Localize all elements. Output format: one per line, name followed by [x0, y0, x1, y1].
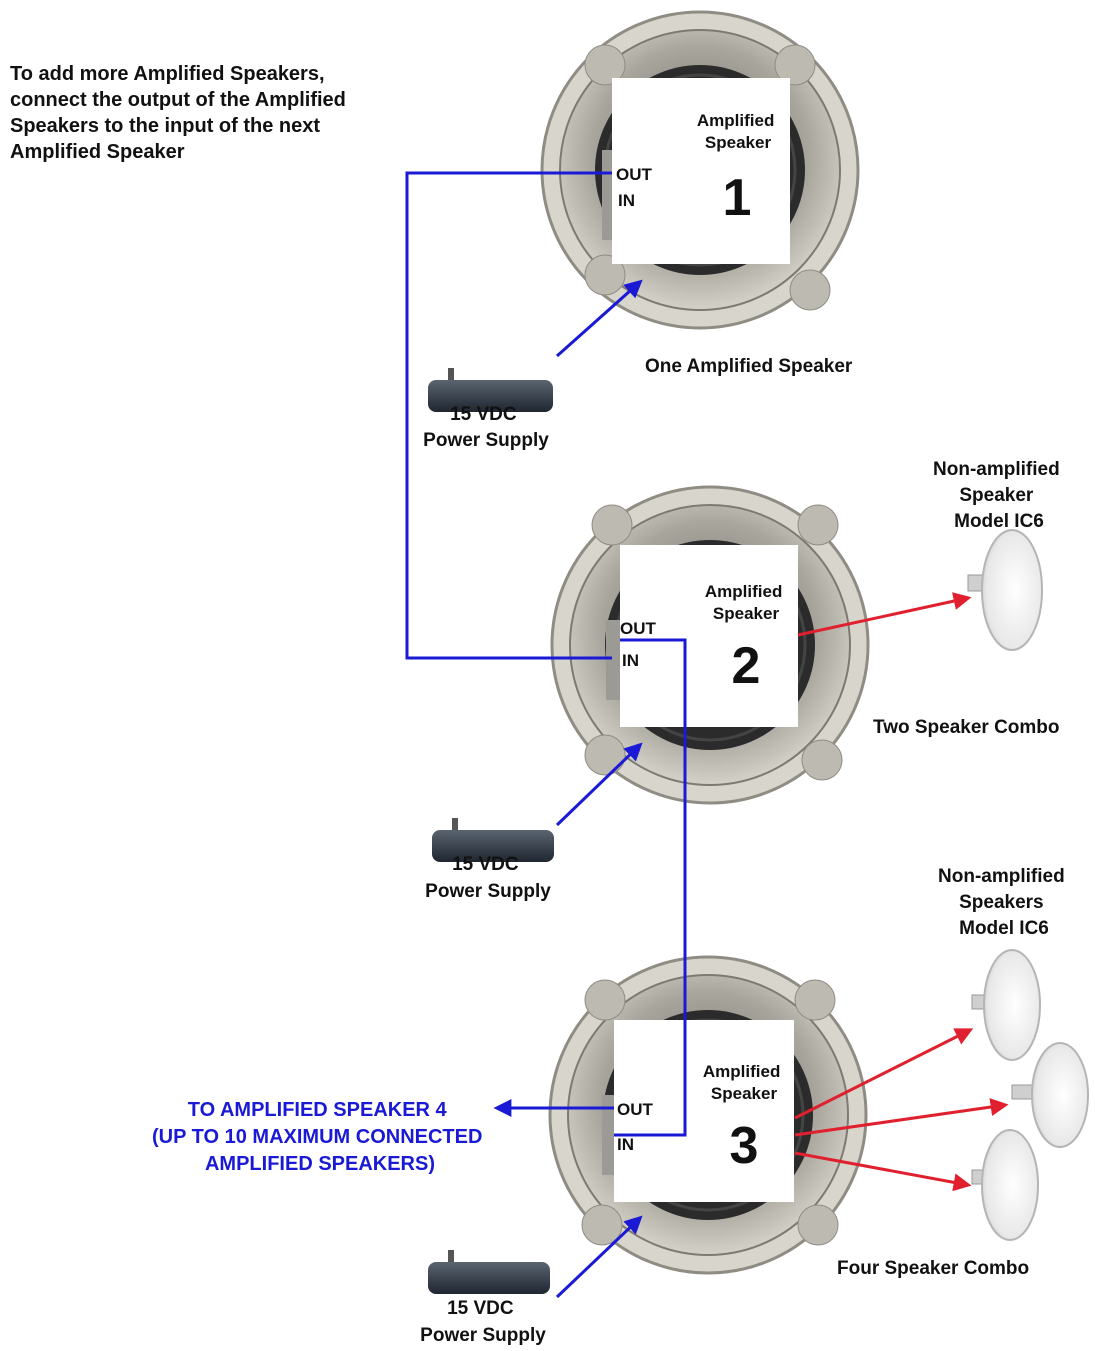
amplified-speaker-3: Amplified Speaker OUT IN 3	[548, 955, 868, 1275]
speaker-2-clamp	[797, 504, 839, 546]
intro-line-2: connect the output of the Amplified	[10, 89, 346, 111]
power-supply-1-label: 15 VDC Power Supply	[423, 404, 549, 451]
speaker-1-clamp	[584, 44, 626, 86]
intro-line-4: Amplified Speaker	[10, 141, 185, 163]
speaker-3-label-panel	[614, 1020, 794, 1202]
speaker-2-label-panel	[620, 545, 798, 727]
non-amplified-speaker-ic6-c	[1011, 1042, 1089, 1148]
power-cable-1	[556, 279, 643, 358]
speaker-3-number: 3	[730, 1117, 759, 1175]
speaker-2-clamp	[801, 739, 843, 781]
power-plug-prong	[452, 818, 458, 834]
non-amplified-speaker-ic6-b	[971, 949, 1041, 1061]
speaker-2-clamp	[591, 504, 633, 546]
power-supply-2-label: 15 VDC Power Supply	[425, 854, 551, 902]
speaker-2-title: Amplified Speaker	[705, 582, 787, 623]
next-speaker-note: TO AMPLIFIED SPEAKER 4 (UP TO 10 MAXIMUM…	[152, 1099, 488, 1175]
speaker-3-clamp	[797, 1204, 839, 1246]
speaker-1-terminal	[602, 150, 612, 240]
intro-line-1: To add more Amplified Speakers,	[10, 63, 325, 85]
speaker-3-title: Amplified Speaker	[703, 1062, 785, 1103]
next-speaker-line-3: AMPLIFIED SPEAKERS)	[205, 1153, 435, 1175]
speaker-wire-3-to-ic6-d	[794, 1151, 972, 1192]
power-plug-prong	[448, 368, 454, 384]
non-amplified-speakers-label: Non-amplified Speakers Model IC6	[938, 866, 1070, 939]
speaker-wire-3-to-ic6-b	[794, 1028, 974, 1120]
speaker-2-out-port: OUT	[620, 619, 657, 638]
wire-speaker-2-out-to-speaker-3-in	[614, 638, 687, 1137]
speaker-3-clamp	[581, 1204, 623, 1246]
ic6-grille	[981, 1129, 1039, 1241]
next-speaker-line-1: TO AMPLIFIED SPEAKER 4	[188, 1099, 448, 1121]
speaker-wire-3-to-ic6-c	[794, 1098, 1009, 1137]
ic6-grille	[1031, 1042, 1089, 1148]
speaker-1-clamp	[584, 254, 626, 296]
non-amplified-speaker-label: Non-amplified Speaker Model IC6	[933, 459, 1065, 532]
four-speaker-combo-caption: Four Speaker Combo	[837, 1258, 1029, 1279]
non-amplified-speaker-ic6-a	[967, 529, 1043, 651]
speaker-wire-2-to-ic6	[797, 592, 972, 637]
power-supply-1-body	[428, 380, 553, 412]
next-speaker-line-2: (UP TO 10 MAXIMUM CONNECTED	[152, 1126, 482, 1148]
speaker-2-clamp	[584, 734, 626, 776]
power-cable-3	[555, 1215, 643, 1299]
speaker-1-in-port: IN	[618, 191, 635, 210]
speaker-3-out-port: OUT	[617, 1100, 654, 1119]
speaker-3-clamp	[794, 979, 836, 1021]
speaker-1-clamp	[789, 269, 831, 311]
two-speaker-combo-caption: Two Speaker Combo	[873, 717, 1060, 738]
intro-line-3: Speakers to the input of the next	[10, 115, 320, 137]
ic6-grille	[981, 529, 1043, 651]
speaker-1-out-port: OUT	[616, 165, 653, 184]
power-supply-2-body	[432, 830, 554, 862]
speaker-1-number: 1	[723, 169, 752, 227]
intro-text: To add more Amplified Speakers, connect …	[10, 63, 351, 163]
power-supply-3: 15 VDC Power Supply	[420, 1215, 643, 1346]
speaker-2-in-port: IN	[622, 651, 639, 670]
non-amplified-speaker-ic6-d	[971, 1129, 1039, 1241]
speaker-2-number: 2	[732, 637, 761, 695]
speaker-1-title: Amplified Speaker	[697, 111, 779, 152]
ic6-grille	[983, 949, 1041, 1061]
amplified-speaker-2: Amplified Speaker OUT IN 2	[550, 485, 870, 805]
speaker-3-clamp	[584, 979, 626, 1021]
power-supply-1: 15 VDC Power Supply	[423, 279, 643, 451]
wire-speaker-1-out-to-speaker-2-in	[405, 171, 612, 660]
one-amplified-speaker-caption: One Amplified Speaker	[645, 356, 853, 377]
speaker-1-clamp	[774, 44, 816, 86]
speaker-3-terminal	[602, 1095, 614, 1175]
power-plug-prong	[448, 1250, 454, 1266]
amplified-speaker-1: Amplified Speaker OUT IN 1	[540, 10, 860, 330]
power-supply-2: 15 VDC Power Supply	[425, 742, 643, 902]
power-supply-3-body	[428, 1262, 550, 1294]
speaker-3-in-port: IN	[617, 1135, 634, 1154]
speaker-1-label-panel	[612, 78, 790, 264]
speaker-2-terminal	[606, 620, 620, 700]
power-cable-2	[555, 742, 643, 827]
power-supply-3-label: 15 VDC Power Supply	[420, 1298, 546, 1346]
